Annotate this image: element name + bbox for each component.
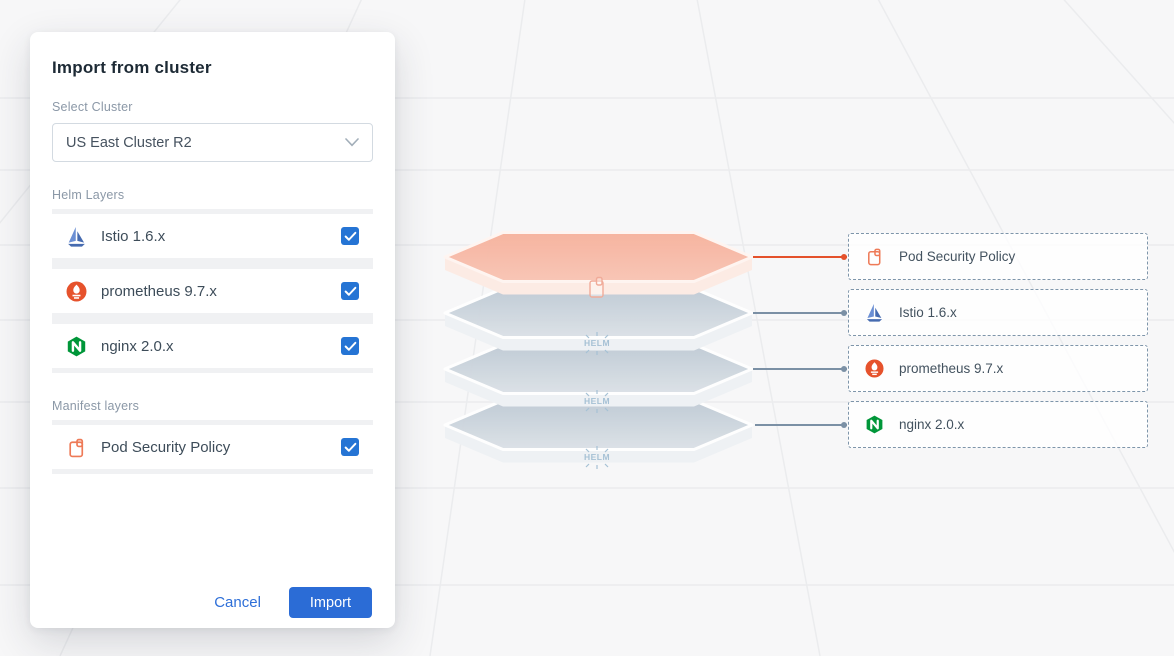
document-icon — [66, 437, 87, 458]
helm-layer-list: Istio 1.6.x prometheus 9.7.x — [52, 209, 373, 373]
connector-lines — [753, 254, 847, 428]
layer-name: Pod Security Policy — [101, 438, 231, 456]
modal-footer: Cancel Import — [214, 587, 372, 618]
svg-text:HELM: HELM — [584, 396, 610, 406]
helm-layer-row-nginx[interactable]: nginx 2.0.x — [52, 324, 373, 368]
helm-layer-row-istio[interactable]: Istio 1.6.x — [52, 214, 373, 258]
node-box-pod-security-policy[interactable]: Pod Security Policy — [848, 233, 1148, 280]
svg-text:HELM: HELM — [584, 338, 610, 348]
checkbox-checked[interactable] — [341, 282, 359, 300]
checkbox-checked[interactable] — [341, 227, 359, 245]
cluster-select[interactable]: US East Cluster R2 — [52, 123, 373, 162]
node-label: nginx 2.0.x — [899, 417, 965, 432]
layer-name: nginx 2.0.x — [101, 337, 174, 355]
modal-title: Import from cluster — [52, 58, 212, 77]
prometheus-icon — [66, 281, 87, 302]
helm-layer-row-prometheus[interactable]: prometheus 9.7.x — [52, 269, 373, 313]
layer-stack-diagram: HELM HELM HELM — [443, 231, 847, 469]
node-box-istio[interactable]: Istio 1.6.x — [848, 289, 1148, 336]
node-label: Istio 1.6.x — [899, 305, 957, 320]
cluster-select-value: US East Cluster R2 — [66, 134, 192, 151]
checkbox-checked[interactable] — [341, 337, 359, 355]
import-button[interactable]: Import — [288, 587, 372, 618]
istio-icon — [66, 226, 87, 247]
checkbox-checked[interactable] — [341, 438, 359, 456]
manifest-layers-section-label: Manifest layers — [52, 399, 140, 413]
manifest-layer-list: Pod Security Policy — [52, 420, 373, 474]
node-label: prometheus 9.7.x — [899, 361, 1004, 376]
node-box-nginx[interactable]: nginx 2.0.x — [848, 401, 1148, 448]
document-icon — [589, 276, 604, 298]
helm-badge: HELM HELM HELM — [584, 332, 610, 469]
node-label: Pod Security Policy — [899, 249, 1016, 264]
nginx-icon — [66, 336, 87, 357]
istio-icon — [865, 303, 884, 322]
nginx-icon — [865, 415, 884, 434]
import-from-cluster-modal: Import from cluster Select Cluster US Ea… — [30, 32, 395, 628]
node-box-prometheus[interactable]: prometheus 9.7.x — [848, 345, 1148, 392]
cancel-button[interactable]: Cancel — [214, 594, 261, 611]
svg-text:HELM: HELM — [584, 452, 610, 462]
chevron-down-icon — [345, 134, 359, 152]
select-cluster-label: Select Cluster — [52, 100, 133, 114]
helm-layers-section-label: Helm Layers — [52, 188, 125, 202]
prometheus-icon — [865, 359, 884, 378]
layer-name: prometheus 9.7.x — [101, 282, 217, 300]
document-icon — [865, 247, 884, 266]
stack-layer-pod-security-policy[interactable] — [443, 231, 754, 295]
layer-name: Istio 1.6.x — [101, 227, 166, 245]
manifest-layer-row-pod-security-policy[interactable]: Pod Security Policy — [52, 425, 373, 469]
